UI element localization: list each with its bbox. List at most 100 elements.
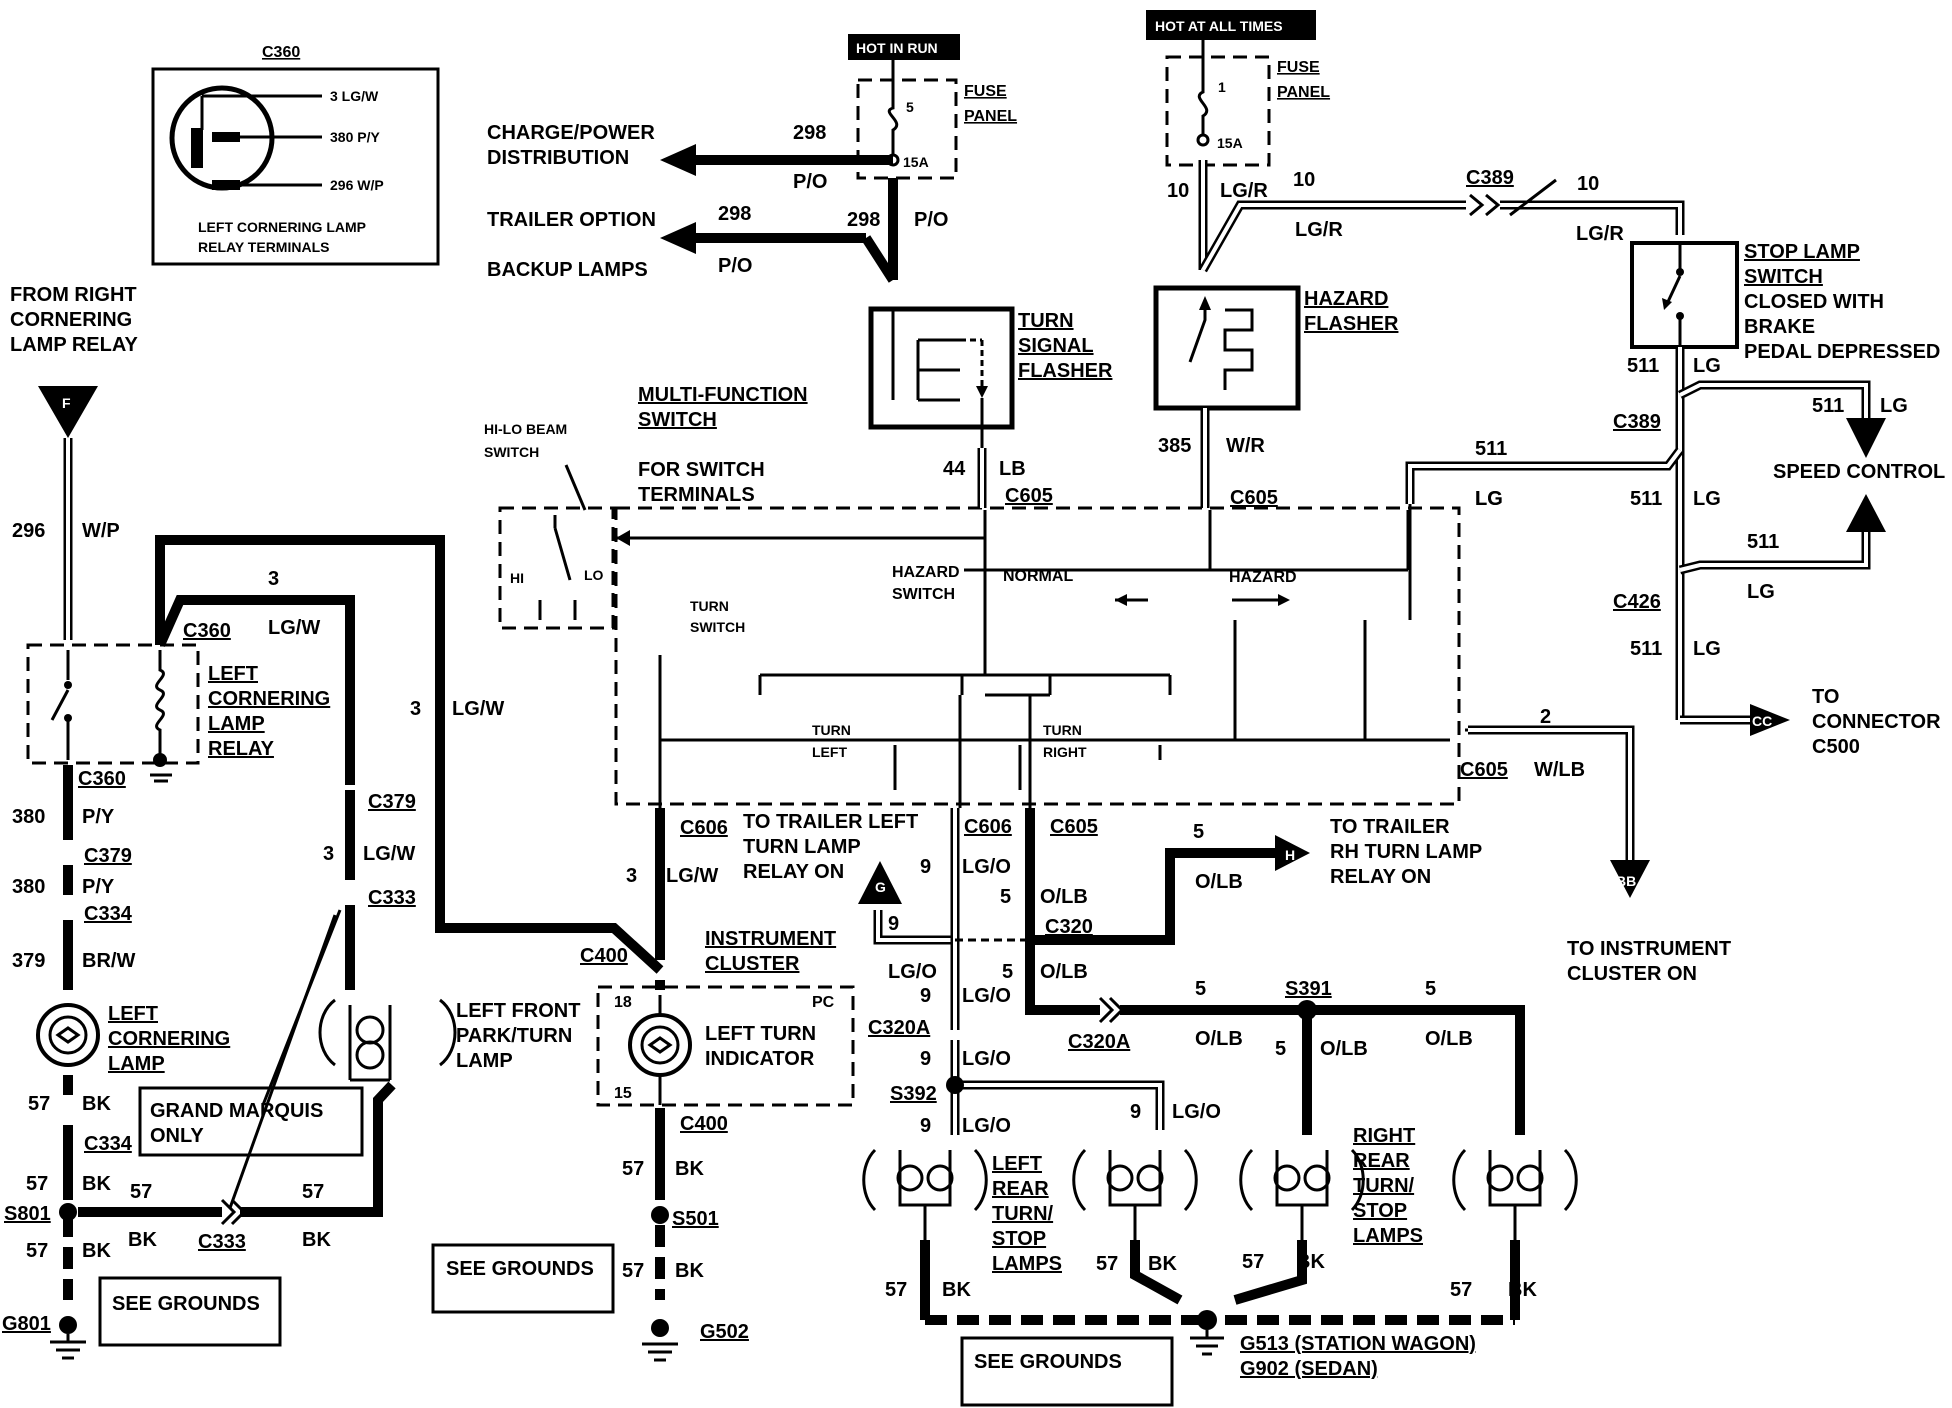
components-cornering-lamp-line1-label: LEFT	[108, 1003, 158, 1025]
wires-olb-d-label: O/LB	[1195, 1028, 1243, 1050]
wires-bk-g-label: BK	[675, 1260, 704, 1282]
wires-c379-a-label: C379	[368, 791, 416, 813]
wires-w511a-label: 511	[1627, 355, 1659, 377]
wires-olb-a-label: O/LB	[1040, 886, 1088, 908]
wires-c400-b-label: C400	[680, 1113, 728, 1135]
speed-control-label: SPEED CONTROL	[1773, 461, 1945, 483]
wires-lgo-e-label: LG/O	[962, 1115, 1011, 1137]
wires-w3a-label: 3	[268, 568, 279, 590]
multi-function-turn-switch-line2-label: SWITCH	[690, 619, 745, 635]
wires-w5b-label: 5	[1002, 961, 1013, 983]
from-right-cornering: FROM RIGHT CORNERING LAMP RELAY F 296 W/…	[10, 284, 138, 640]
components-cluster-line2-label: CLUSTER	[705, 953, 800, 975]
components-left-rear-line1-label: LEFT	[992, 1153, 1042, 1175]
multi-function-turn-switch-line1-label: TURN	[690, 598, 729, 614]
wires-olb-b-label: O/LB	[1040, 961, 1088, 983]
multi-function-hazard-label: HAZARD	[1229, 569, 1297, 586]
wires-w9d-label: 9	[920, 1115, 931, 1137]
components-cornering-lamp-line2-label: CORNERING	[108, 1028, 230, 1050]
wires-g902-label: G902 (SEDAN)	[1240, 1358, 1378, 1380]
components-cornering-relay-line1-label: LEFT	[208, 663, 258, 685]
components-connector-h-label: H	[1285, 847, 1295, 863]
c360-terminal-box: C360 3 LG/W 380 P/Y 296 W/P LEFT CORNERI…	[151, 44, 440, 266]
components-cornering-relay-line4-label: RELAY	[208, 738, 275, 760]
c360-pin-296: 296 W/P	[330, 177, 384, 193]
wires-w57k-label: 57	[1450, 1279, 1472, 1301]
wires-lg-g-label: LG	[1475, 488, 1503, 510]
wires-lb-label: LB	[999, 458, 1026, 480]
components-trailer-rh-line2-label: RH TURN LAMP	[1330, 841, 1482, 863]
wires-w9b-label: 9	[920, 985, 931, 1007]
multi-function-turn-right-line1-label: TURN	[1043, 722, 1082, 738]
wires-c333-b-label: C333	[198, 1231, 246, 1253]
wires-c606-b-label: C606	[964, 816, 1012, 838]
multi-function-hazard-switch-line2-label: SWITCH	[892, 586, 955, 603]
fuse-1-number: 1	[1218, 79, 1226, 95]
components-left-turn-ind-line2-label: INDICATOR	[705, 1048, 815, 1070]
wires-g801-label: G801	[2, 1313, 51, 1335]
wires-w5e-label: 5	[1275, 1038, 1286, 1060]
wires-c605-b-label: C605	[1230, 487, 1278, 509]
components-grand-marquis-line2-label: ONLY	[150, 1125, 204, 1147]
wires-olb-c-label: O/LB	[1195, 871, 1243, 893]
trailer-backup-output: TRAILER OPTION BACKUP LAMPS 298 P/O 298 …	[487, 178, 948, 283]
multi-function-normal-label: NORMAL	[1003, 568, 1073, 585]
circuit-3-to-cluster: C606 3 LG/W C400	[580, 808, 728, 990]
circuit-9-lgo: C606 9 LG/O LG/O 9 LG/O C320A 9 LG/O S39…	[868, 808, 1221, 1137]
components-see-grounds-a-label: SEE GROUNDS	[112, 1293, 260, 1315]
wires-w380b-label: 380	[12, 876, 45, 898]
wires-w5d-label: 5	[1195, 978, 1206, 1000]
right-rear-lamp-1	[1239, 1148, 1365, 1240]
wires-py-b-label: P/Y	[82, 876, 115, 898]
components-front-park-line2-label: PARK/TURN	[456, 1025, 572, 1047]
components-trailer-rh-line1-label: TO TRAILER	[1330, 816, 1450, 838]
wires-c605-c-label: C605	[1460, 759, 1508, 781]
wires-bk-d-label: BK	[82, 1240, 111, 1262]
multi-function-hazard-switch-line1-label: HAZARD	[892, 564, 960, 581]
components-cluster-line1-label: INSTRUMENT	[705, 928, 836, 950]
fuse-panel-all-label-1: FUSE	[1277, 59, 1320, 76]
circuit-44: 44 LB C605	[943, 448, 1053, 508]
multi-function-hilo-line2-label: SWITCH	[484, 444, 539, 460]
wires-wr-label: W/R	[1226, 435, 1265, 457]
components-pin18-label: 18	[614, 994, 632, 1011]
components-to-connector-line3-label: C500	[1812, 736, 1860, 758]
wires-s391-label: S391	[1285, 978, 1332, 1000]
wires-w9c-label: 9	[920, 1048, 931, 1070]
stop-lamp-switch: STOP LAMP SWITCH CLOSED WITH BRAKE PEDAL…	[1630, 241, 1940, 363]
wires-w380a-label: 380	[12, 806, 45, 828]
wires-lg-f-label: LG	[1693, 638, 1721, 660]
components-right-rear-line1-label: RIGHT	[1353, 1125, 1415, 1147]
wires-bk-f-label: BK	[675, 1158, 704, 1180]
wires-bk-f-label: BK	[302, 1229, 331, 1251]
wires-bk-h-label: BK	[942, 1279, 971, 1301]
wires-w385-label: 385	[1158, 435, 1191, 457]
wires-lg-d-label: LG	[1693, 488, 1721, 510]
components-pin15-label: 15	[614, 1085, 632, 1102]
left-outputs-charge-line2-label: DISTRIBUTION	[487, 147, 629, 169]
left-outputs-charge-line1-label: CHARGE/POWER	[487, 122, 655, 144]
components-front-park-line3-label: LAMP	[456, 1050, 513, 1072]
wires-w379-label: 379	[12, 950, 45, 972]
multi-function-hilo-line1-label: HI-LO BEAM	[484, 421, 567, 437]
components-left-rear-line5-label: LAMPS	[992, 1253, 1062, 1275]
components-cornering-relay-line3-label: LAMP	[208, 713, 265, 735]
wires-w511b-label: 511	[1812, 395, 1844, 417]
wires-c426-label: C426	[1613, 591, 1661, 613]
wires-wp-label: W/P	[82, 520, 120, 542]
wires-lg-c-label: LG	[1475, 488, 1503, 510]
components-to-connector-line1-label: TO	[1812, 686, 1839, 708]
wires-w3d-label: 3	[626, 865, 637, 887]
wires-w57c-label: 57	[130, 1181, 152, 1203]
wires-lgo-f-label: LG/O	[1172, 1101, 1221, 1123]
multi-function-hi-label: HI	[510, 570, 524, 586]
left-outputs-c298c-label: 298	[847, 209, 880, 231]
multi-function-turn-left-line2-label: LEFT	[812, 744, 847, 760]
circuit-5-olb: H C605 5 O/LB C320 5 O/LB C320A 5 O/LB 5…	[1000, 808, 1525, 1135]
wires-c320-label: C320	[1045, 916, 1093, 938]
components-from-right-line3-label: LAMP RELAY	[10, 334, 138, 356]
wires-w57f-label: 57	[622, 1158, 644, 1180]
left-outputs-trailer-option-label: TRAILER OPTION	[487, 209, 656, 231]
multi-function-turn-left-line1-label: TURN	[812, 722, 851, 738]
wires-s501-label: S501	[672, 1208, 719, 1230]
